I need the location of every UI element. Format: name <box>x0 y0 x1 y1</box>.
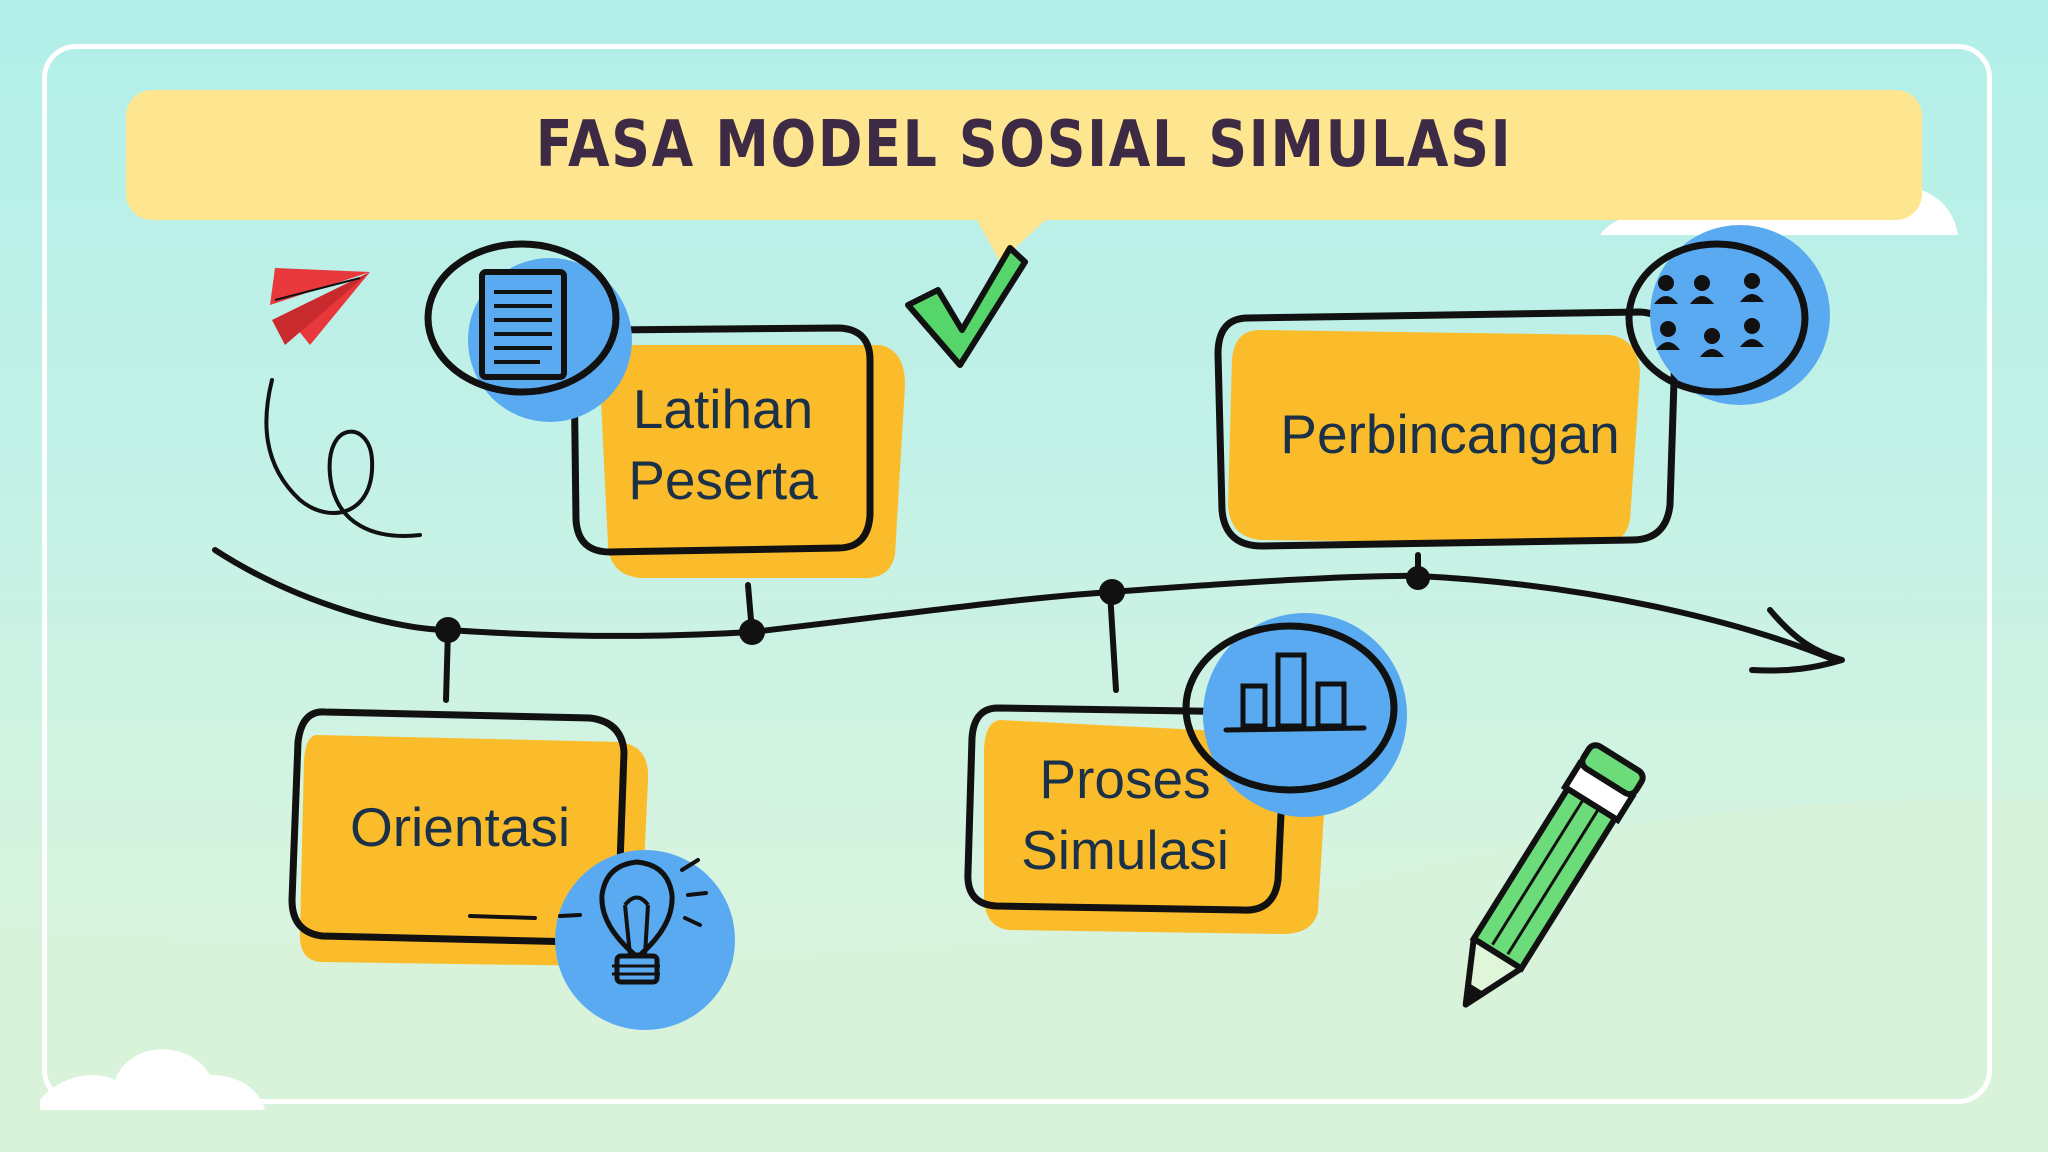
timeline-node-proses-simulasi <box>1099 579 1125 605</box>
lightbulb-icon <box>468 850 735 1030</box>
squiggle-doodle <box>264 378 422 538</box>
checkmark-icon <box>905 245 1028 368</box>
phase-label-proses-simulasi: Proses Simulasi <box>1021 747 1229 882</box>
title-banner <box>126 90 1922 220</box>
timeline-arrowhead <box>1749 607 1845 674</box>
slide-frame <box>42 44 1992 1104</box>
timeline-node-orientasi <box>435 617 461 643</box>
bar-chart-icon <box>1182 613 1407 817</box>
timeline-node-latihan-peserta <box>739 619 765 645</box>
timeline-line <box>212 547 1838 663</box>
paper-plane-icon <box>270 268 370 345</box>
phase-label-orientasi: Orientasi <box>349 795 571 858</box>
phase-label-latihan-peserta: Latihan Peserta <box>628 377 818 512</box>
phase-label-perbincangan: Perbincangan <box>1280 403 1620 466</box>
timeline-node-perbincangan <box>1406 566 1430 590</box>
page-title: FASA MODEL SOSIAL SIMULASI <box>535 108 1513 182</box>
pencil-icon <box>1462 742 1646 1008</box>
cloud-bottom-left <box>40 1049 265 1110</box>
document-icon <box>424 240 632 422</box>
connector-proses-simulasi <box>1107 589 1119 693</box>
group-icon <box>1625 225 1830 405</box>
